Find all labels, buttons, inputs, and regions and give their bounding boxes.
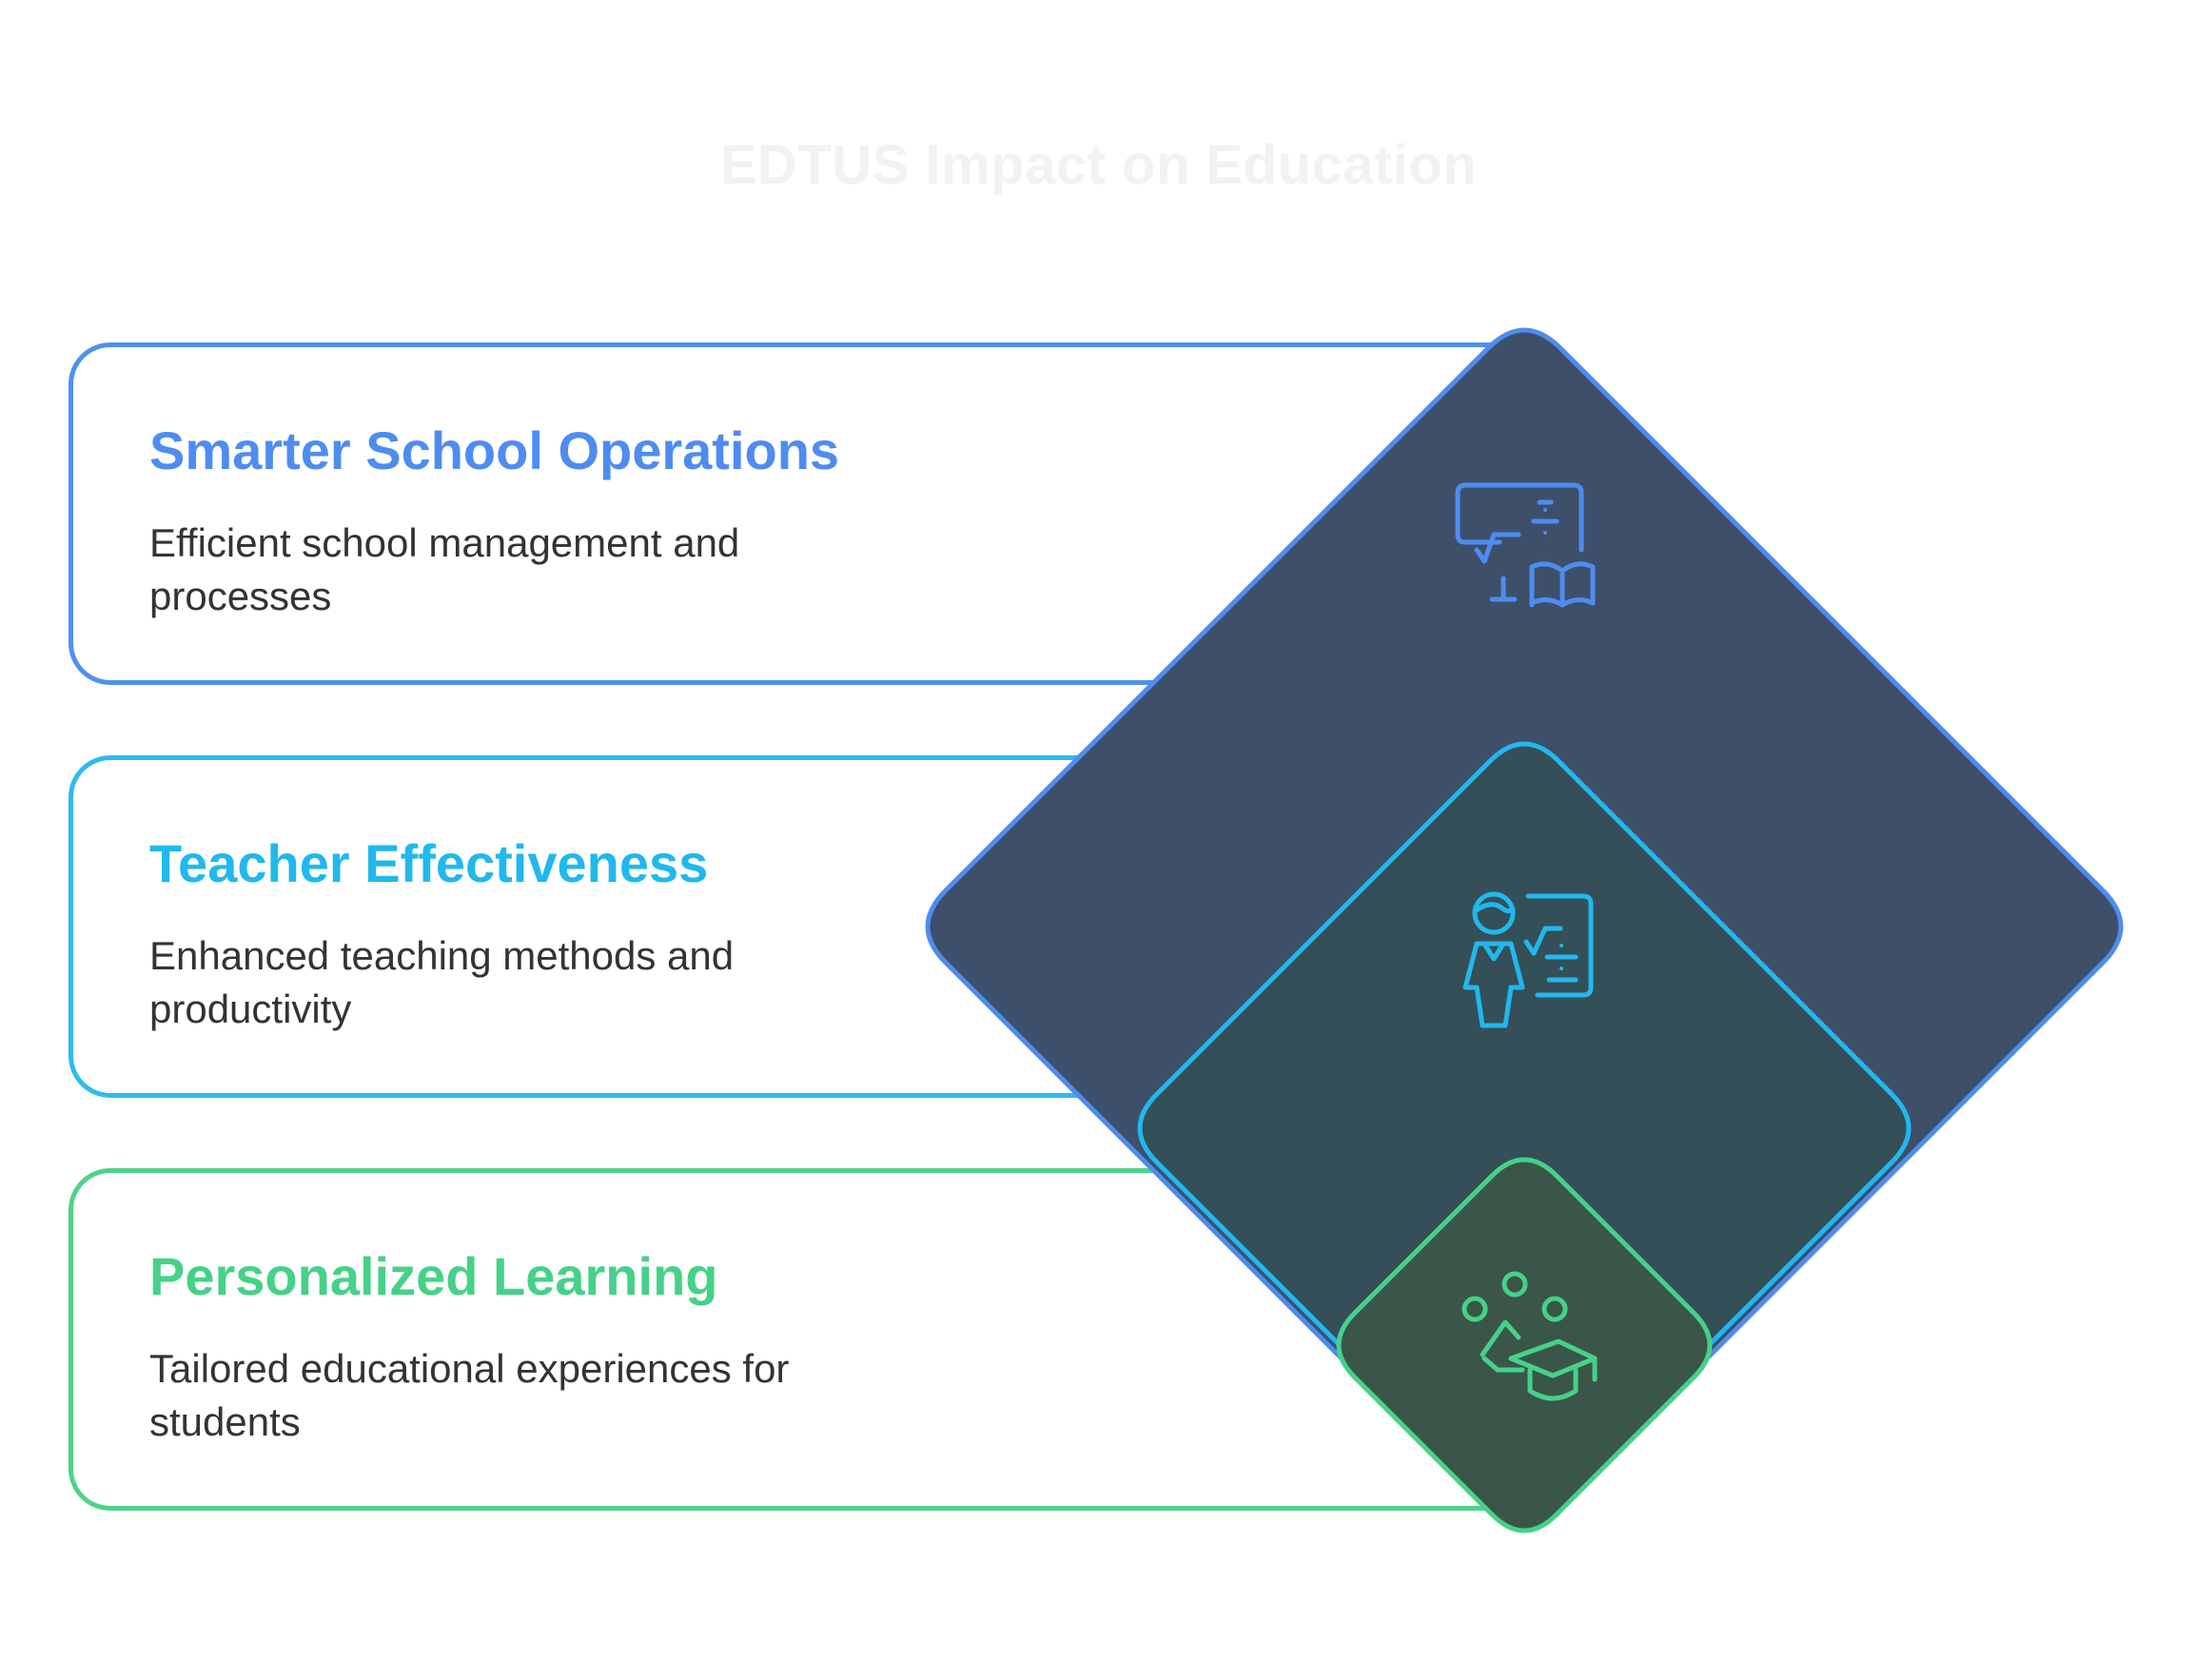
teacher-board-icon — [1462, 891, 1594, 1028]
diamond-small — [1336, 1157, 1713, 1533]
card-title: Smarter School Operations — [149, 420, 840, 480]
diagram-title: EDTUS Impact on Education — [719, 134, 1478, 196]
teaching-screen-book-icon — [1455, 482, 1596, 608]
card-title: Personalized Learning — [149, 1246, 718, 1306]
card-description: Enhanced teaching methods and productivi… — [149, 933, 735, 1031]
card-description: Tailored educational experiences for stu… — [149, 1346, 790, 1444]
card-smarter-school-operations: Smarter School Operations Efficient scho… — [69, 342, 1534, 685]
students-graduation-cap-icon — [1461, 1271, 1598, 1401]
card-title: Teacher Effectiveness — [149, 833, 709, 893]
card-description: Efficient school management and processe… — [149, 520, 740, 618]
card-personalized-learning: Personalized Learning Tailored education… — [69, 1168, 1534, 1511]
